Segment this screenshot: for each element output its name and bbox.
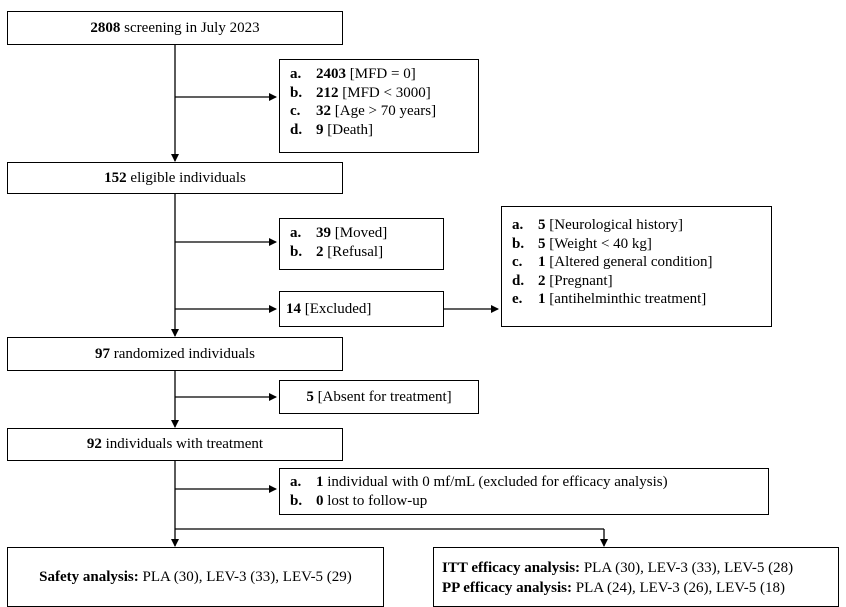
exclusion3-item: a.1 individual with 0 mf/mL (excluded fo… xyxy=(290,474,668,490)
safety-text: PLA (30), LEV-3 (33), LEV-5 (29) xyxy=(138,568,352,585)
excluded-reasons-box: a.5 [Neurological history] b.5 [Weight <… xyxy=(501,206,772,327)
excluded-text: [Excluded] xyxy=(301,300,372,317)
excluded-reason-item: b.5 [Weight < 40 kg] xyxy=(512,235,652,252)
exclusion1-item: a.2403 [MFD = 0] xyxy=(290,66,416,82)
exclusion2-item: a.39 [Moved] xyxy=(290,225,388,241)
exclusion1-item: d.9 [Death] xyxy=(290,121,374,138)
treated-count: 92 xyxy=(86,436,102,452)
efficacy-analysis-box: ITT efficacy analysis: PLA (30), LEV-3 (… xyxy=(433,547,839,607)
exclusion1-item: b.212 [MFD < 3000] xyxy=(290,84,431,101)
eligible-count: 152 xyxy=(104,169,127,186)
excluded-box: 14 [Excluded] xyxy=(279,291,444,327)
absent-count: 5 xyxy=(306,388,314,405)
screening-text: screening in July 2023 xyxy=(120,19,260,36)
eligible-text: eligible individuals xyxy=(126,169,246,186)
excluded-reason-item: a.5 [Neurological history] xyxy=(512,217,683,233)
pp-text: PLA (24), LEV-3 (26), LEV-5 (18) xyxy=(571,580,786,596)
exclusion2-box: a.39 [Moved] b.2 [Refusal] xyxy=(279,218,444,270)
pp-heading: PP efficacy analysis: xyxy=(442,580,572,596)
absent-text: [Absent for treatment] xyxy=(313,388,452,405)
itt-heading: ITT efficacy analysis: xyxy=(442,560,581,576)
exclusion3-box: a.1 individual with 0 mf/mL (excluded fo… xyxy=(279,468,769,515)
excluded-reason-item: c.1 [Altered general condition] xyxy=(512,254,713,270)
randomized-count: 97 xyxy=(95,345,111,362)
randomized-text: randomized individuals xyxy=(110,345,255,362)
exclusion3-item: b.0 lost to follow-up xyxy=(290,492,428,509)
excluded-count: 14 xyxy=(286,300,301,317)
treated-text: individuals with treatment xyxy=(101,436,264,452)
screening-box: 2808 screening in July 2023 xyxy=(7,11,343,45)
safety-heading: Safety analysis: xyxy=(39,568,139,585)
excluded-reason-item: e.1 [antihelminthic treatment] xyxy=(512,291,707,307)
exclusion1-box: a.2403 [MFD = 0] b.212 [MFD < 3000] c.32… xyxy=(279,59,479,153)
excluded-reason-item: d.2 [Pregnant] xyxy=(512,272,613,289)
randomized-box: 97 randomized individuals xyxy=(7,337,343,371)
absent-box: 5 [Absent for treatment] xyxy=(279,380,479,414)
eligible-box: 152 eligible individuals xyxy=(7,162,343,194)
exclusion2-item: b.2 [Refusal] xyxy=(290,243,384,260)
safety-analysis-box: Safety analysis: PLA (30), LEV-3 (33), L… xyxy=(7,547,384,607)
treated-box: 92 individuals with treatment xyxy=(7,428,343,461)
exclusion1-item: c.32 [Age > 70 years] xyxy=(290,103,437,119)
screening-count: 2808 xyxy=(90,19,121,36)
itt-text: PLA (30), LEV-3 (33), LEV-5 (28) xyxy=(580,560,794,576)
